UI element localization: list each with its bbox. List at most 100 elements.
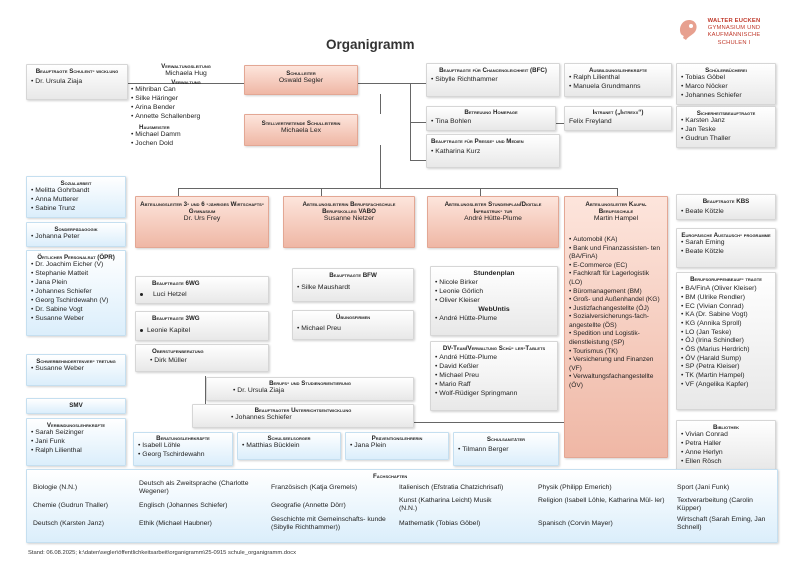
box-title: Verwaltung bbox=[171, 79, 201, 87]
ausbildungsberuf: E-Commerce (EC) bbox=[569, 262, 663, 271]
connector bbox=[178, 188, 179, 196]
connector bbox=[410, 160, 426, 161]
box-uebungsfirmen: Übungsfirmen Michael Preu bbox=[292, 310, 414, 340]
person: Dirk Müller bbox=[150, 357, 264, 366]
fachschaft-item: Physik (Philipp Emerich) bbox=[538, 484, 612, 491]
person: Dr. Ursula Ziaja bbox=[233, 387, 409, 396]
person: Sarah Eming bbox=[681, 239, 771, 248]
person: Johannes Schiefer bbox=[231, 414, 409, 423]
person: Nicole Birker bbox=[435, 279, 553, 288]
person: BA/FinA (Oliver Kleiser) bbox=[681, 285, 771, 294]
person: Georg Tschirdewahn bbox=[138, 451, 228, 460]
box-beauftragte-kbs: Beauftragte KBS Beate Kötzle bbox=[676, 194, 776, 220]
person: David Keßler bbox=[435, 363, 553, 372]
person: André Hütte-Plume bbox=[435, 354, 553, 363]
person: Dr. Urs Frey bbox=[183, 215, 221, 223]
box-title: Beauftragte für Presse- und Medien bbox=[431, 138, 524, 145]
box-title: Beauftragte 6WG bbox=[152, 280, 200, 287]
fachschaft-item: Kunst (Katharina Leicht) Musik (N.N.) bbox=[399, 497, 492, 513]
box-title: Beauftragte für Chancengleichheit (BFC) bbox=[439, 67, 547, 74]
box-schulentwicklung: Beauftragte Schulent- wicklung Dr. Ursul… bbox=[26, 64, 128, 100]
box-title: Bibliothek bbox=[712, 424, 740, 431]
person: Michael Preu bbox=[297, 325, 409, 334]
person: Anna Mutterer bbox=[31, 196, 121, 205]
person: Beate Kötzle bbox=[681, 248, 771, 257]
person: Isabell Löhle bbox=[138, 442, 228, 451]
connector bbox=[321, 188, 322, 196]
person: Leonie Görlich bbox=[435, 288, 553, 297]
box-berufsorientierung: Berufs- und Studienorientierung Dr. Ursu… bbox=[206, 377, 414, 401]
box-dv-team: DV-Team/Verwaltung Schü- ler-Tablets And… bbox=[430, 341, 558, 411]
person: Johannes Schiefer bbox=[31, 288, 121, 297]
box-title: Örtlicher Personalrat (ÖPR) bbox=[37, 254, 115, 261]
box-presse: Beauftragte für Presse- und Medien Katha… bbox=[426, 134, 560, 168]
person: Matthias Bücklein bbox=[242, 442, 336, 451]
box-title: WebUntis bbox=[478, 305, 510, 313]
box-title: Schülerbücherei bbox=[705, 67, 747, 74]
person: Jan Teske bbox=[681, 126, 771, 135]
box-title: Sicherheitsbeauftragte bbox=[696, 110, 756, 117]
person: VF (Angelika Kapfer) bbox=[681, 381, 771, 390]
person: Georg Tschirdewahn (V) bbox=[31, 297, 121, 306]
person: Michael Damm bbox=[131, 131, 241, 140]
box-fachschaften: Fachschaften Biologie (N.N.) Deutsch als… bbox=[26, 469, 778, 543]
person: Wolf-Rüdiger Springmann bbox=[435, 390, 553, 399]
person: Manuela Grundmanns bbox=[569, 83, 667, 92]
person: Ralph Lilienthal bbox=[31, 447, 121, 456]
person: BM (Ulrike Rendler) bbox=[681, 294, 771, 303]
person: Jana Plein bbox=[31, 279, 121, 288]
person: EC (Vivian Conrad) bbox=[681, 303, 771, 312]
box-title: Beauftragte 3WG bbox=[152, 315, 200, 322]
box-oepr: Örtlicher Personalrat (ÖPR) Dr. Joachim … bbox=[26, 250, 126, 336]
box-title: Abteilungsleiterin Berufsfachschule Beru… bbox=[302, 201, 396, 216]
person: Ralph Lilienthal bbox=[569, 74, 667, 83]
person: Michaela Lex bbox=[280, 127, 322, 135]
box-abteilungsleiter-wg: Abteilungsleiter 3- und 6 -jähriges Wirt… bbox=[135, 196, 269, 248]
box-unterrichtsentwicklung: Beauftragter Unterrichtsentwicklung Joha… bbox=[192, 404, 414, 428]
ausbildungsberuf: Büromanagement (BM) bbox=[569, 288, 663, 297]
person: Annette Schallenberg bbox=[131, 113, 241, 122]
connector bbox=[128, 83, 244, 84]
connector bbox=[380, 94, 381, 114]
box-schuelerbuecherei: Schülerbücherei Tobias Göbel Marco Nöcke… bbox=[676, 63, 776, 105]
person: Tina Bohlen bbox=[431, 118, 551, 127]
person: Sarah Seizinger bbox=[31, 429, 121, 438]
connector bbox=[205, 376, 206, 422]
box-stundenplan: Stundenplan Nicole Birker Leonie Görlich… bbox=[430, 266, 558, 336]
box-title: Oberstufenberatung bbox=[152, 348, 204, 355]
box-praeventionslehrerin: Präventionslehrerin Jana Plein bbox=[345, 432, 449, 460]
box-title: Beauftragter Unterrichtsentwicklung bbox=[254, 407, 352, 414]
box-abteilungsleiter-berufsschule: Abteilungsleiter Kaufm. Berufsschule Mar… bbox=[564, 196, 668, 458]
person: KG (Annika Sproll) bbox=[681, 320, 771, 329]
person: Stephanie Matteit bbox=[31, 270, 121, 279]
ausbildungsberuf: Justizfachangestellte (ÖJ) bbox=[569, 305, 663, 314]
person: Dr. Sabine Vogt bbox=[31, 306, 121, 315]
box-title: Fachschaften bbox=[373, 473, 408, 480]
fachschaft-item: Wirtschaft (Sarah Eming, Jan Schnell) bbox=[677, 516, 766, 532]
box-title: Sonderpädagogik bbox=[54, 226, 98, 233]
ausbildungsberuf: Spedition und Logistik- dienstleistung (… bbox=[569, 330, 663, 347]
connector bbox=[318, 83, 426, 84]
fachschaft-item: Italienisch (Efstratia Chatzichrisafi) bbox=[399, 484, 504, 491]
person: Tobias Göbel bbox=[681, 74, 771, 83]
connector bbox=[178, 188, 618, 189]
box-homepage: Betreuung Homepage Tina Bohlen bbox=[426, 106, 556, 131]
box-title: SMV bbox=[69, 402, 83, 409]
ausbildungsberuf: Tourismus (TK) bbox=[569, 348, 663, 357]
box-schulseelsorger: Schulseelsorger Matthias Bücklein bbox=[237, 432, 341, 460]
person: André Hütte-Plume bbox=[464, 215, 522, 223]
logo-icon bbox=[679, 20, 697, 40]
box-sicherheitsbeauftragte: Sicherheitsbeauftragte Karsten Janz Jan … bbox=[676, 106, 776, 148]
ausbildungsberuf: Groß- und Außenhandel (KG) bbox=[569, 296, 663, 305]
fachschaft-item: Deutsch als Zweitsprache (Charlotte Wege… bbox=[139, 480, 249, 496]
fachschaft-item: Geografie (Annette Dörr) bbox=[271, 502, 346, 509]
person: Martin Hampel bbox=[593, 215, 639, 223]
person: Katharina Kurz bbox=[431, 148, 555, 157]
box-title: DV-Team/Verwaltung Schü- ler-Tablets bbox=[442, 345, 546, 352]
ausbildungsberuf: Bank und Finanzassisten- ten (BA/FinA) bbox=[569, 245, 663, 262]
person: Luci Hetzel bbox=[153, 291, 187, 299]
box-schulsanitaeter: Schulsanitäter Tilmann Berger bbox=[453, 432, 559, 466]
box-beauftragte-bfw: Beauftragte BFW Silke Maushardt bbox=[292, 268, 414, 302]
box-title: Europäische Austausch- programme bbox=[681, 232, 771, 239]
person: Susanne Nietzer bbox=[323, 215, 375, 223]
